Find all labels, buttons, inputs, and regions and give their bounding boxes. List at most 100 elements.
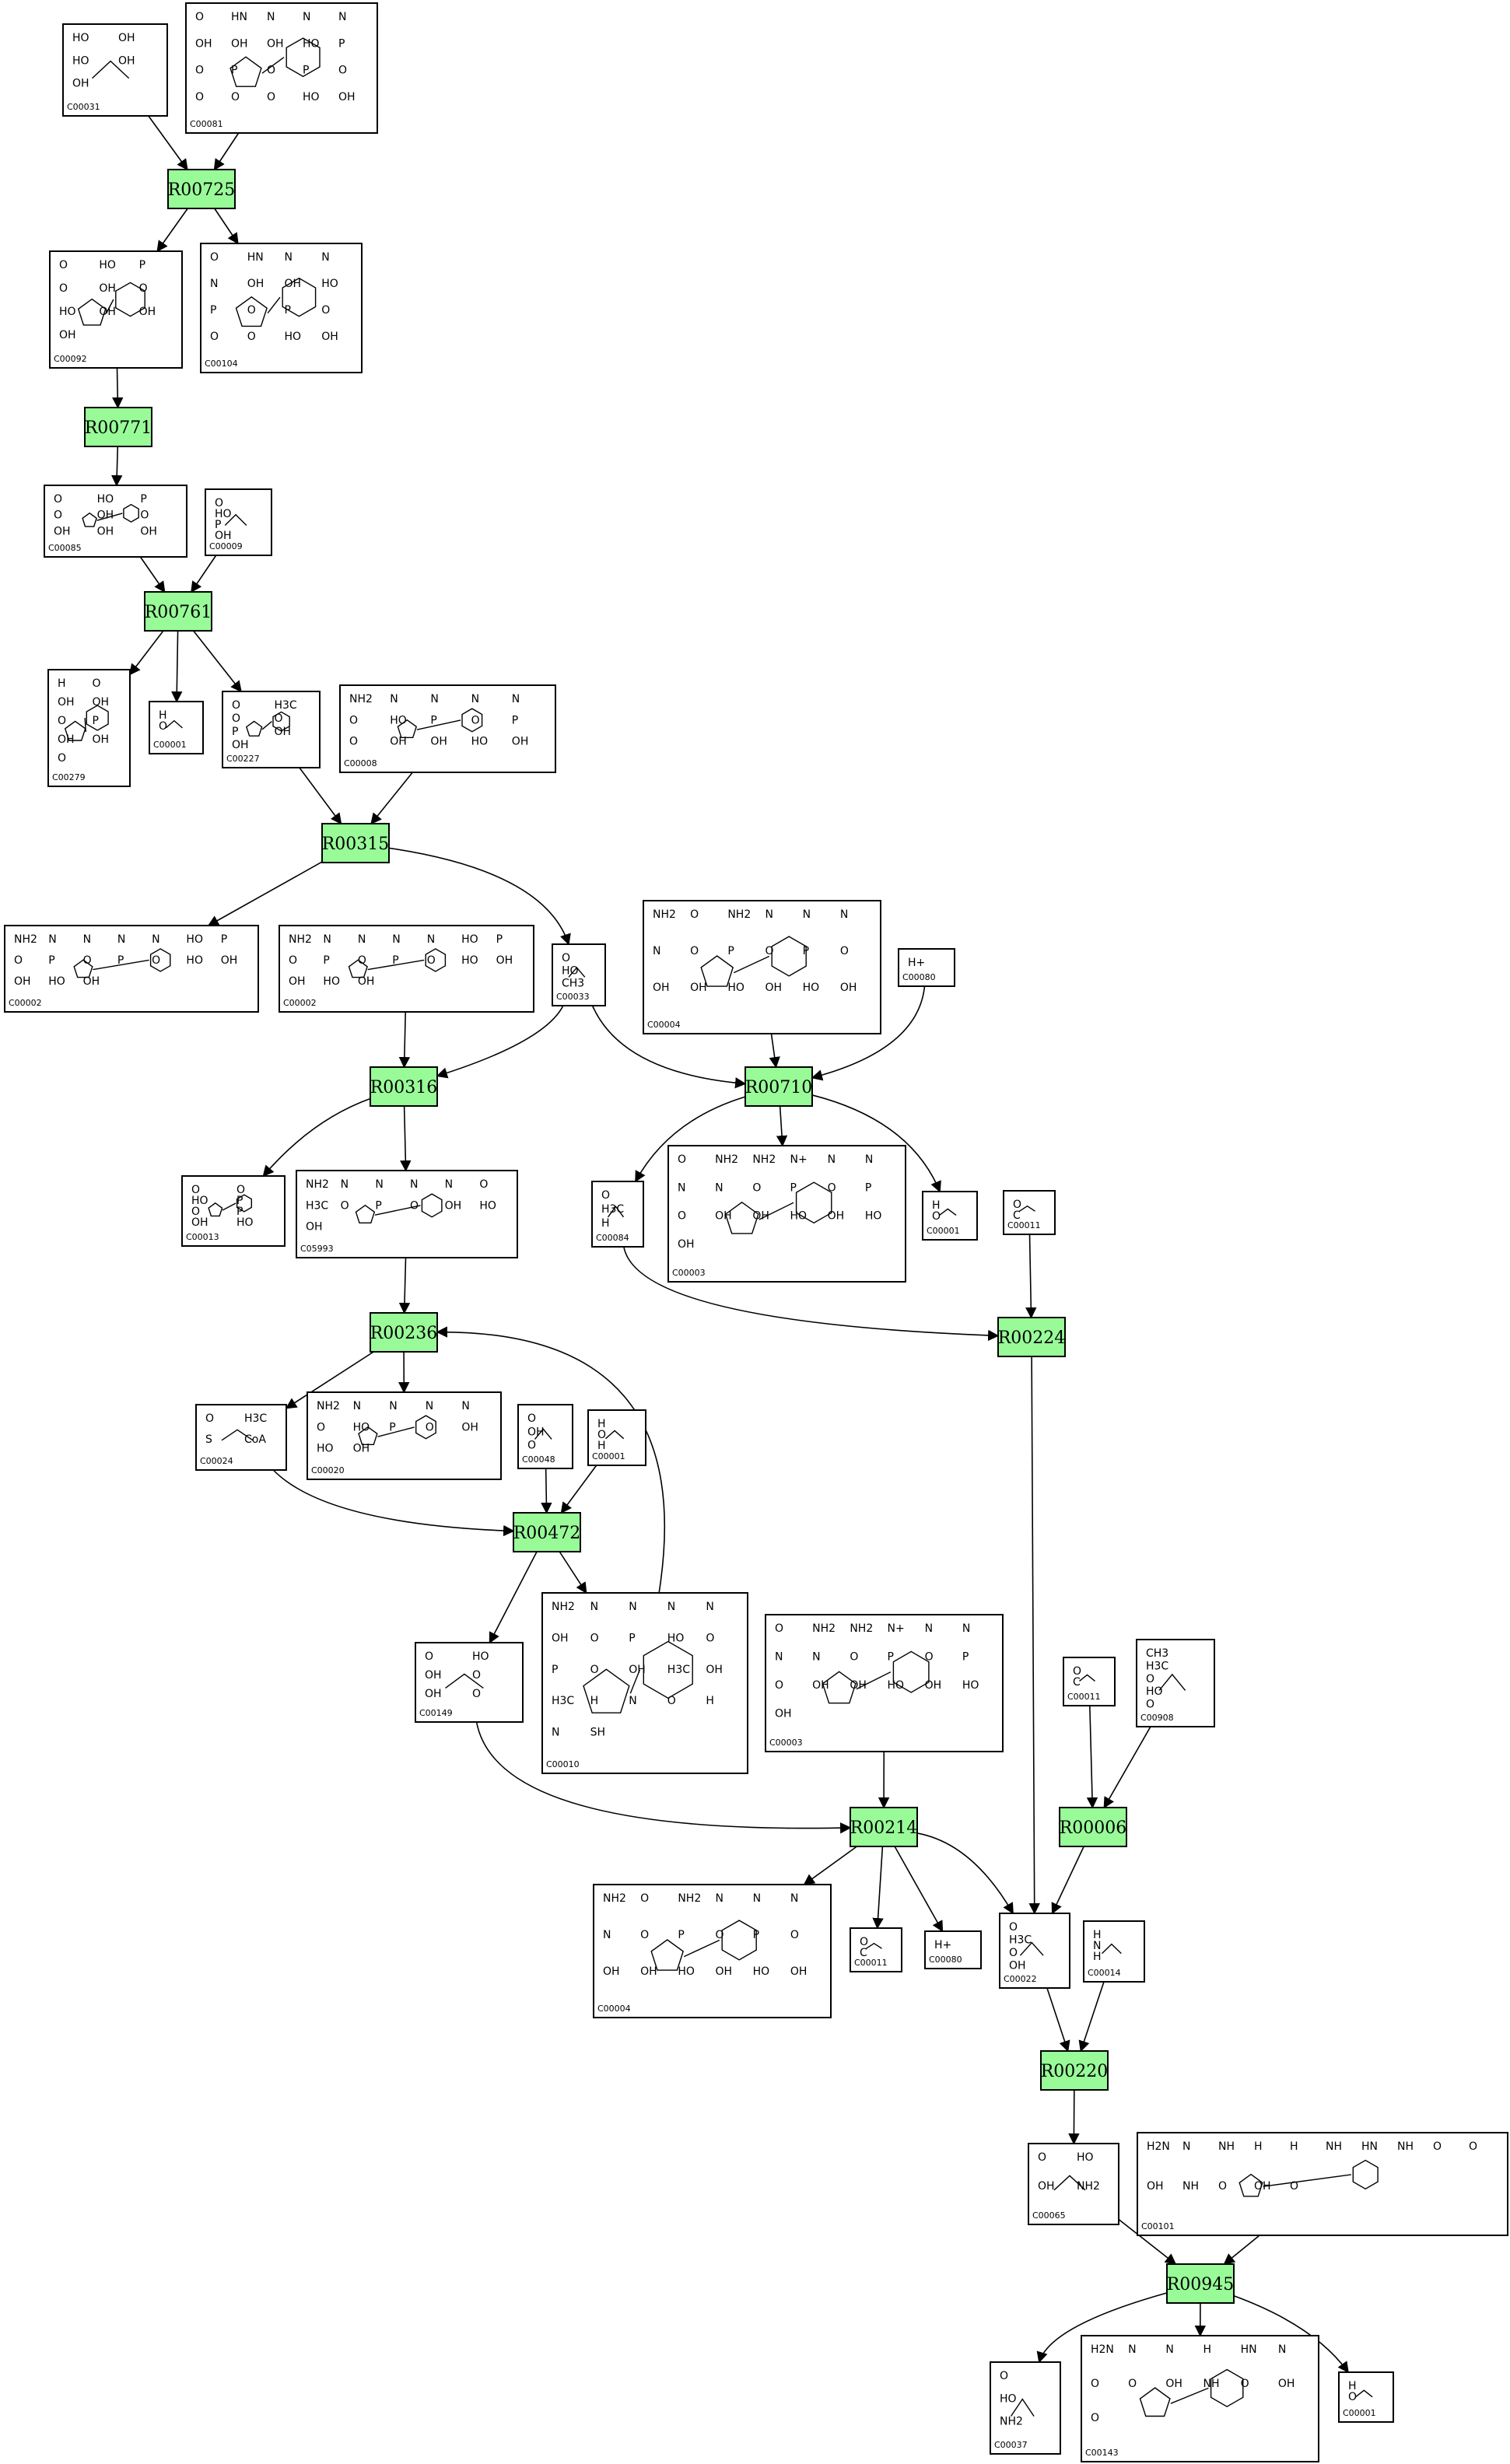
reaction-R00945[interactable]: R00945	[1166, 2263, 1235, 2304]
atom-label: P	[790, 1181, 797, 1194]
reaction-R00315[interactable]: R00315	[321, 823, 390, 863]
atom-label: H	[597, 1418, 606, 1430]
atom-label: O	[597, 1429, 606, 1441]
reaction-R00761[interactable]: R00761	[144, 591, 212, 632]
atom-label: O	[247, 331, 256, 343]
reaction-box	[84, 407, 152, 447]
atom-label: OH	[358, 975, 375, 988]
compound-id-label: C00149	[419, 1708, 453, 1718]
atom-label: O	[205, 1412, 214, 1425]
edge-C00031-R00725	[148, 115, 188, 171]
atom-label: O	[1146, 1673, 1154, 1685]
atom-label: O	[59, 282, 68, 295]
atom-label: N	[321, 251, 329, 264]
atom-label: OH	[195, 37, 212, 50]
atom-label: P	[512, 714, 518, 726]
compound-id-label: C00001	[927, 1226, 960, 1236]
reaction-R00006[interactable]: R00006	[1059, 1807, 1127, 1847]
reaction-R00710[interactable]: R00710	[744, 1066, 813, 1107]
atom-label: P	[865, 1181, 871, 1194]
ring-bond	[115, 282, 145, 317]
atom-label: P	[221, 933, 227, 946]
atom-label: O	[247, 304, 256, 317]
atom-label: N	[552, 1727, 559, 1739]
reaction-box	[370, 1066, 438, 1107]
atom-label: O	[426, 1421, 434, 1433]
atom-label: P	[392, 954, 398, 967]
atom-label: HO	[471, 736, 489, 748]
reaction-box	[321, 823, 390, 863]
atom-label: OH	[850, 1679, 867, 1692]
reaction-id-label: R00945	[1167, 2275, 1235, 2294]
atom-label: CH3	[562, 978, 584, 990]
compound-C00080[interactable]: H+C00080	[924, 1930, 982, 1969]
reaction-R00771[interactable]: R00771	[84, 407, 152, 447]
compound-id-label: C00014	[1088, 1968, 1121, 1978]
reaction-R00725[interactable]: R00725	[167, 169, 236, 209]
atom-label: OH	[629, 1664, 646, 1676]
reaction-R00316[interactable]: R00316	[370, 1066, 438, 1107]
atom-label: NH2	[812, 1622, 836, 1635]
atom-label: P	[803, 945, 809, 957]
reaction-R00236[interactable]: R00236	[370, 1312, 438, 1353]
compound-id-label: C00908	[1140, 1713, 1174, 1723]
edge-C00011b-R00006	[1086, 1705, 1098, 1809]
atom-label: HO	[48, 975, 65, 988]
chain-bond	[1053, 2175, 1086, 2191]
atom-label: P	[117, 954, 124, 967]
compound-id-label: C00022	[1004, 1974, 1037, 1984]
ring-bond	[397, 719, 418, 738]
edge-R00945-C00037	[1036, 2292, 1168, 2364]
atom-label: P	[338, 37, 345, 50]
reaction-R00472[interactable]: R00472	[513, 1512, 581, 1552]
reaction-R00214[interactable]: R00214	[850, 1807, 918, 1847]
atom-label: OH	[390, 736, 407, 748]
atom-label: N	[445, 1178, 453, 1191]
edge-C00085-R00761	[139, 556, 166, 593]
compound-box	[149, 701, 204, 754]
reaction-R00224[interactable]: R00224	[997, 1317, 1066, 1357]
compound-box	[415, 1642, 524, 1723]
compound-id-label: C00080	[902, 972, 936, 982]
reaction-R00220[interactable]: R00220	[1040, 2050, 1109, 2091]
compound-C00080[interactable]: H+C00080	[898, 948, 955, 987]
